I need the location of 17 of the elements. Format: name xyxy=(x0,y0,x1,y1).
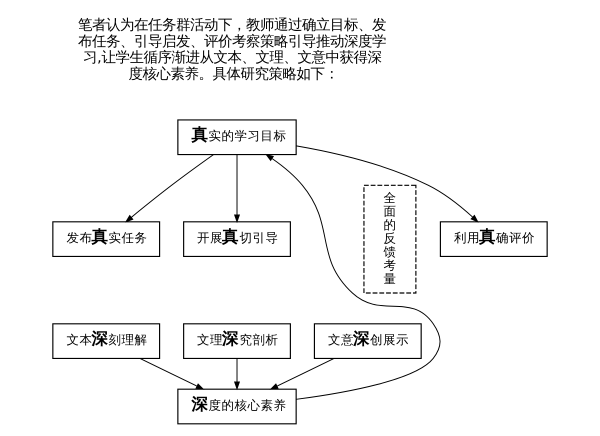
arrow xyxy=(234,358,240,390)
node-box: 全面的反馈考量 xyxy=(363,184,416,294)
node-box: 文本深刻理解 xyxy=(52,323,160,359)
node-box: 开展真切引导 xyxy=(183,221,291,258)
arrow xyxy=(270,358,334,390)
arrow xyxy=(234,154,240,224)
arrow xyxy=(140,358,204,390)
node-box: 深度的核心素养 xyxy=(177,388,297,424)
node-box: 文意深创展示 xyxy=(314,323,422,359)
label: 笔者认为在任务群活动下，教师通过确立目标、发布任务、引导启发、评价考察策略引导推动深度学习,让学生循序渐进从文本、文理、文意中获得深度核心素养。具体研究策略如下： xyxy=(78,18,386,83)
arrow xyxy=(296,145,479,223)
node-box: 利用真确评价 xyxy=(440,221,548,258)
node-box: 文理深究剖析 xyxy=(183,323,291,359)
arrow xyxy=(265,154,441,400)
node-box: 真实的学习目标 xyxy=(177,119,297,156)
node-box: 发布真实任务 xyxy=(52,221,160,258)
arrow xyxy=(124,154,214,223)
